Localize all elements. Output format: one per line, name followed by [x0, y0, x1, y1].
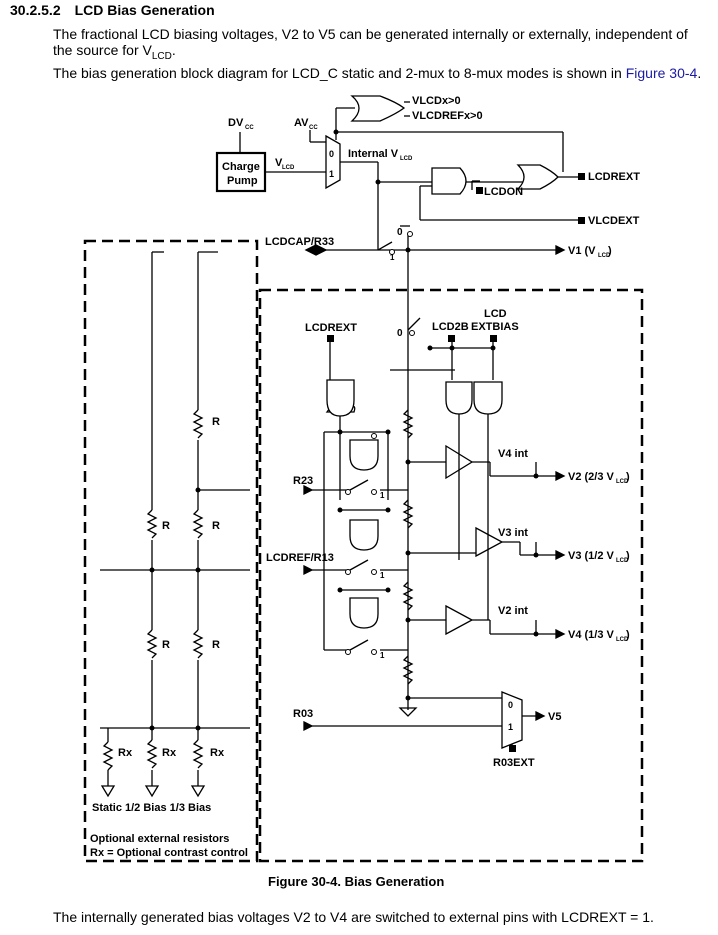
label-v1-end: ) [608, 245, 612, 257]
label-v4-end: ) [626, 629, 630, 641]
external-resistor-box [83, 239, 259, 863]
label-charge: Charge [222, 161, 260, 173]
label-dvcc-sub: CC [245, 125, 254, 131]
figure-link[interactable]: Figure 30-4 [625, 65, 698, 81]
or-gate-right [516, 164, 559, 190]
label-opt-ext: Optional external resistors [90, 833, 229, 845]
label-extbias: EXTBIAS [471, 321, 519, 333]
label-avcc-sub: CC [309, 125, 318, 131]
mux-v5 [501, 691, 523, 749]
mux-vlcd [325, 134, 341, 190]
label-dvcc: DV [228, 117, 244, 129]
label-vlcdext: VLCDEXT [588, 215, 640, 227]
label-lcd2b: LCD2B [432, 321, 469, 333]
label-vlcdrefx: VLCDREFx>0 [412, 110, 483, 122]
label-v2int: V2 int [498, 605, 528, 617]
label-rx-2: Rx [162, 747, 177, 759]
label-vlcdx: VLCDx>0 [412, 95, 461, 107]
label-bias-row: Static 1/2 Bias 1/3 Bias [92, 802, 211, 814]
label-r-2: R [162, 520, 170, 532]
label-v1-sub: LCD [598, 253, 611, 259]
label-v4: V4 (1/3 V [568, 629, 615, 641]
label-v3: V3 (1/2 V [568, 550, 615, 562]
label-lcdrext-top: LCDREXT [588, 171, 640, 183]
label-swnum-1: 1 [380, 491, 385, 500]
paragraph-intro: The fractional LCD biasing voltages, V2 … [53, 26, 708, 65]
label-v2: V2 (2/3 V [568, 471, 615, 483]
label-vlcd-cp: V [275, 157, 283, 169]
or-gate-vlcd [350, 95, 406, 122]
and-gate-lcdon [431, 167, 467, 195]
label-pump: Pump [227, 175, 258, 187]
label-v3-sub: LCD [616, 558, 629, 564]
label-v5-mux1: 1 [508, 722, 513, 732]
label-rx-1: Rx [118, 747, 133, 759]
label-v4-sub: LCD [616, 637, 629, 643]
or-gate-inner-left [326, 379, 355, 417]
label-vlcd-cp-sub: LCD [282, 165, 295, 171]
and-gate-r13 [349, 519, 379, 551]
label-internal-sub: LCD [400, 156, 413, 162]
or-gate-inner-right [473, 381, 503, 415]
label-v4int: V4 int [498, 448, 528, 460]
internal-bias-box [258, 288, 644, 863]
opamp-v2 [445, 604, 474, 636]
and-gate-r03 [349, 597, 379, 629]
label-avcc: AV [294, 117, 309, 129]
label-r-3: R [212, 520, 220, 532]
label-mux1: 1 [329, 169, 334, 179]
label-v1: V1 (V [568, 245, 596, 257]
section-heading: 30.2.5.2 LCD Bias Generation [10, 2, 215, 18]
and-gate-r23 [349, 439, 379, 471]
label-v2-sub: LCD [616, 479, 629, 485]
label-lcdon: LCDON [484, 186, 523, 198]
paragraph-intro-text: The fractional LCD biasing voltages, V2 … [53, 26, 688, 58]
label-v5: V5 [548, 711, 561, 723]
label-r03: R03 [293, 708, 313, 720]
label-sw0-inner: 0 [397, 328, 403, 339]
paragraph-reference-end: . [697, 65, 702, 81]
label-v3int: V3 int [498, 527, 528, 539]
paragraph-reference: The bias generation block diagram for LC… [53, 65, 708, 81]
paragraph-reference-text: The bias generation block diagram for LC… [53, 65, 626, 81]
label-lcdref-r13: LCDREF/R13 [266, 552, 334, 564]
label-r-5: R [212, 639, 220, 651]
or-gate-inner-mid [445, 381, 473, 415]
label-lcd: LCD [484, 308, 507, 320]
label-v2-end: ) [626, 471, 630, 483]
label-swnum-2: 1 [380, 571, 385, 580]
section-number: 30.2.5.2 [10, 2, 61, 18]
label-mux0: 0 [329, 149, 334, 159]
vlcd-subscript: LCD [151, 50, 172, 62]
label-r-1: R [212, 416, 220, 428]
label-sw1-top: 1 [390, 253, 395, 262]
paragraph-closing: The internally generated bias voltages V… [53, 909, 654, 925]
figure-caption: Figure 30-4. Bias Generation [268, 874, 444, 889]
label-sw0-top: 0 [397, 227, 403, 238]
label-swnum-3: 1 [380, 651, 385, 660]
paragraph-intro-end: . [171, 42, 176, 58]
label-internal-vlcd: Internal V [348, 148, 399, 160]
section-title: LCD Bias Generation [74, 2, 215, 18]
label-lcdcap: LCDCAP/R33 [265, 236, 334, 248]
label-r03ext: R03EXT [493, 757, 535, 769]
label-opt-rx: Rx = Optional contrast control [90, 847, 248, 859]
label-lcdrext-inner: LCDREXT [305, 322, 357, 334]
label-r23: R23 [293, 475, 313, 487]
label-rx-3: Rx [210, 747, 225, 759]
opamp-v3 [475, 526, 504, 558]
label-v5-mux0: 0 [508, 700, 513, 710]
label-r-4: R [162, 639, 170, 651]
label-v3-end: ) [626, 550, 630, 562]
